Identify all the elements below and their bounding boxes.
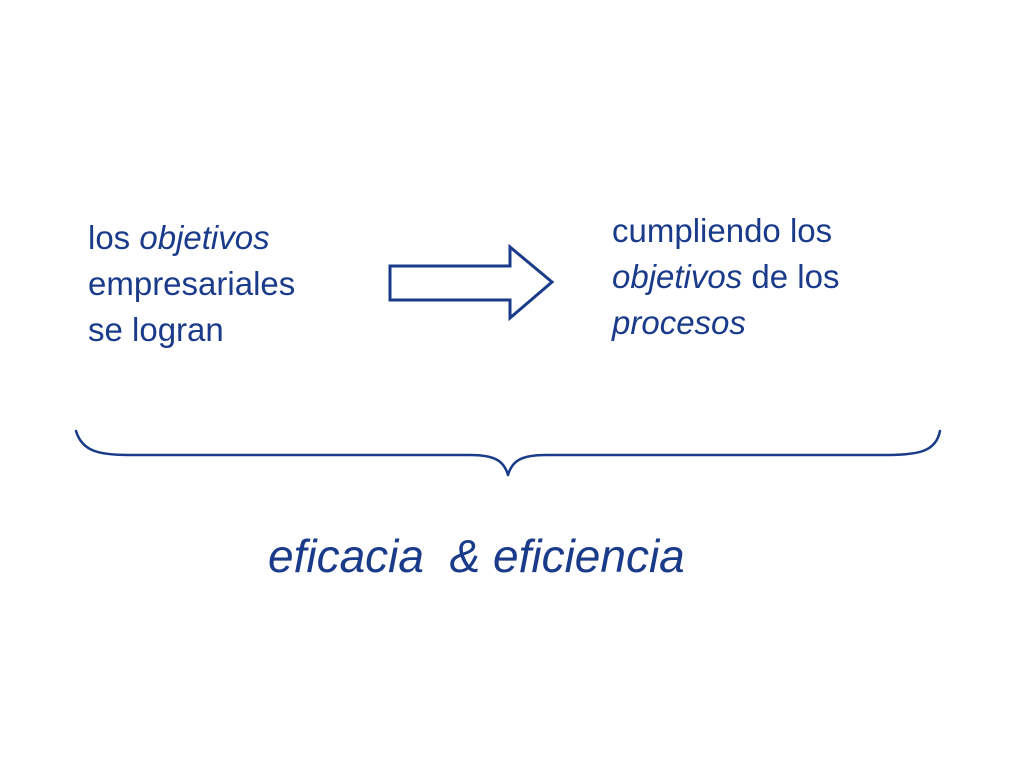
left-line-1-plain: los <box>88 219 140 256</box>
arrow-shape <box>388 244 555 322</box>
right-arrow-icon <box>388 244 555 322</box>
right-line-2-plain: de los <box>742 258 840 295</box>
left-line-3: se logran <box>88 311 224 348</box>
left-line-1-italic: objetivos <box>139 219 270 256</box>
right-line-3-italic: procesos <box>612 304 746 341</box>
curly-brace-icon <box>74 429 942 477</box>
conclusion-text: eficacia & eficiencia <box>268 530 685 582</box>
left-line-1: los objetivos <box>88 215 295 261</box>
right-line-2-italic: objetivos <box>612 258 743 295</box>
brace-shape <box>74 429 942 477</box>
left-statement: los objetivos empresariales se logran <box>88 215 295 353</box>
right-statement: cumpliendo los objetivos de los procesos <box>612 208 839 346</box>
left-line-2: empresariales <box>88 265 296 302</box>
right-line-2: objetivos de los <box>612 254 839 300</box>
right-line-1: cumpliendo los <box>612 212 833 249</box>
right-line-3: procesos <box>612 300 839 346</box>
